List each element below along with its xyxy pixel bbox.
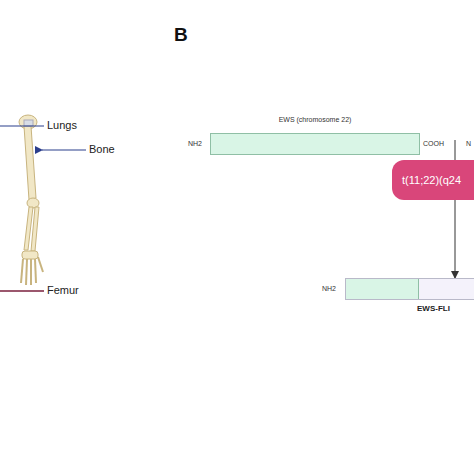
fusion-junction: [418, 279, 419, 299]
leader-line: [0, 125, 44, 126]
fusion-segment: [345, 278, 474, 300]
translocation-text: t(11;22)(q24: [402, 174, 474, 186]
panel-letter: B: [174, 24, 188, 46]
translocation-box: t(11;22)(q24: [392, 160, 474, 200]
fusion-bar: EWS-FLI: [345, 278, 474, 318]
flow-arrow: [455, 200, 456, 278]
part-label: COOH: [423, 140, 444, 147]
part-label: Lungs: [47, 119, 77, 131]
fusion-name: EWS-FLI: [417, 304, 450, 313]
gene-segment: [210, 133, 420, 155]
part-label: NH2: [322, 285, 336, 292]
part-label: Femur: [47, 284, 79, 296]
arm-skeleton: [19, 115, 43, 285]
leader-line: [0, 290, 44, 291]
part-label: NH2: [188, 140, 202, 147]
part-label: N: [466, 140, 471, 147]
gene-bar: EWS (chromosome 22): [210, 116, 420, 156]
incoming-line: [455, 140, 456, 160]
gene-heading: EWS (chromosome 22): [210, 116, 420, 123]
part-label: Bone: [89, 143, 115, 155]
leader-arrow: [42, 149, 86, 150]
